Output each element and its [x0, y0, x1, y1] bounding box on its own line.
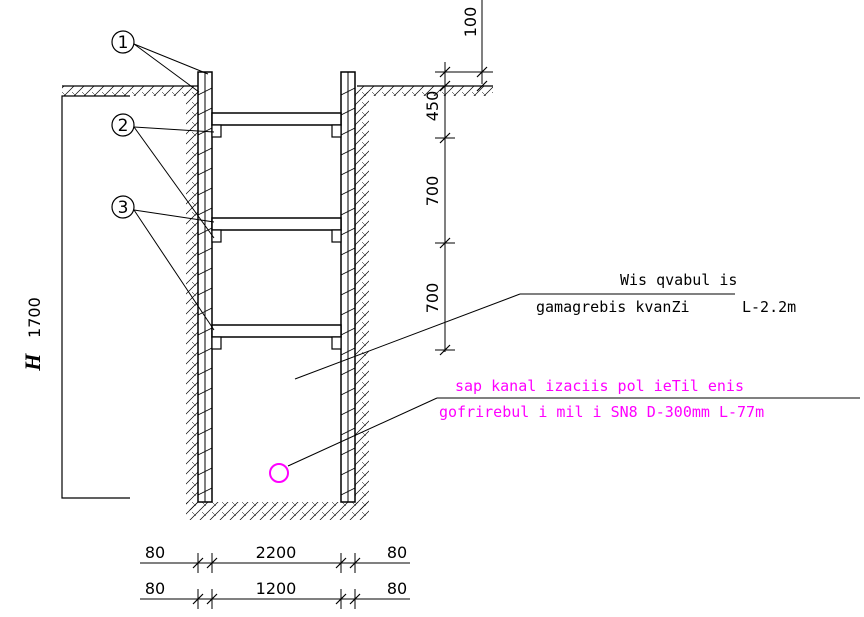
pipe-icon — [269, 463, 289, 483]
dim-row1-left: 80 — [145, 543, 165, 562]
spacer-label-line2: gamagrebis kvanZi — [536, 298, 690, 316]
strut-level-1 — [211, 112, 342, 138]
bottom-dimension-row-1: 80 2200 80 — [140, 543, 410, 573]
dim-700-upper: 700 — [423, 176, 442, 207]
pipe-label-line1: sap kanal izaciis pol ieTil enis — [455, 377, 744, 395]
callout-3-label: 3 — [118, 198, 129, 218]
dim-top: 100 — [461, 7, 480, 38]
height-dimension: H 1700 — [20, 95, 130, 499]
dim-700-lower: 700 — [423, 283, 442, 314]
left-sheeting-wall — [197, 71, 213, 503]
callout-1: 1 — [111, 30, 209, 93]
callout-3: 3 — [111, 195, 215, 331]
pipe-label-line2: gofrirebul i mil i SN8 D-300mm L-77m — [439, 403, 764, 421]
height-label: H 1700 — [20, 297, 45, 371]
spacer-label-line1: Wis qvabul is — [620, 271, 737, 289]
callout-2-label: 2 — [118, 116, 129, 136]
soil-hatching — [186, 92, 369, 520]
dim-450: 450 — [423, 91, 442, 122]
dim-row2-right: 80 — [387, 579, 407, 598]
spacer-annotation: Wis qvabul is gamagrebis kvanZi L-2.2m — [294, 271, 796, 380]
spacer-length: L-2.2m — [742, 298, 796, 316]
dim-row2-left: 80 — [145, 579, 165, 598]
strut-level-3 — [211, 324, 342, 350]
dim-row2-mid: 1200 — [256, 579, 297, 598]
right-sheeting-wall — [340, 71, 356, 503]
pipe-annotation: sap kanal izaciis pol ieTil enis gofrire… — [269, 377, 860, 483]
dim-row1-mid: 2200 — [256, 543, 297, 562]
callout-1-label: 1 — [118, 33, 129, 53]
dim-row1-right: 80 — [387, 543, 407, 562]
vertical-dimension-chain: 100 450 700 700 — [423, 0, 493, 356]
strut-level-2 — [211, 217, 342, 243]
bottom-dimension-row-2: 80 1200 80 — [140, 579, 410, 609]
